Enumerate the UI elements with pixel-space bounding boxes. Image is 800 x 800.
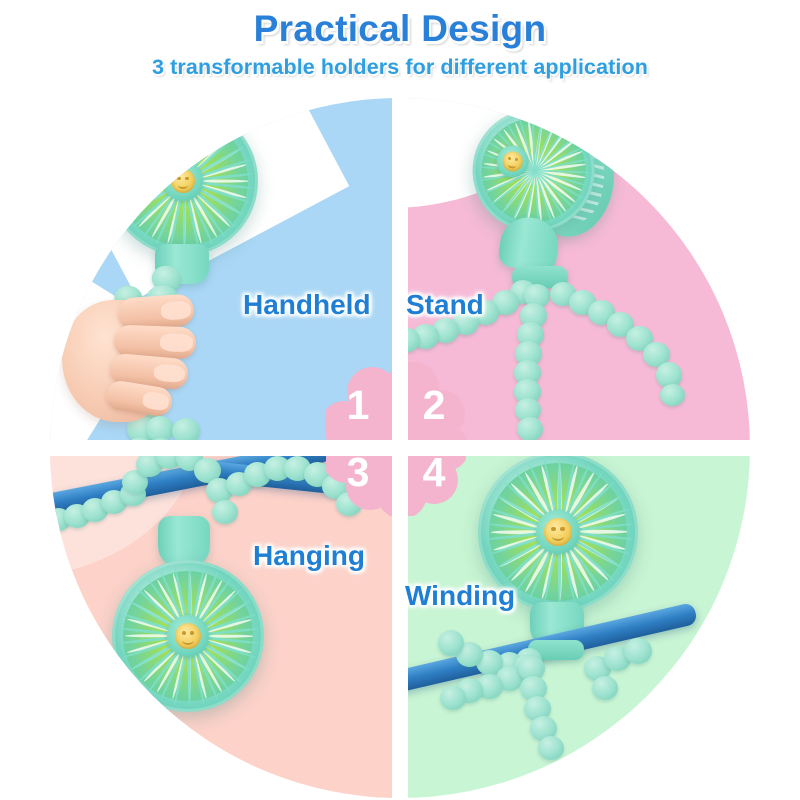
page-subtitle: 3 transformable holders for different ap… [152, 55, 648, 79]
badge-number-grid: 1 2 3 4 [326, 362, 466, 516]
fan-cage [478, 452, 638, 612]
fan-grille [108, 106, 258, 256]
cloud-badge-shape [326, 362, 466, 516]
winding-hub [528, 640, 584, 660]
fan-hub-smiley-icon [536, 510, 580, 554]
label-winding: Winding [405, 580, 516, 611]
label-hanging: Hanging [253, 540, 365, 571]
quadrant-hanging[interactable] [50, 448, 400, 798]
fan-grille [112, 560, 264, 712]
quadrant-winding[interactable] [400, 448, 750, 798]
quadrant-handheld[interactable] [50, 98, 400, 448]
hand-grip [62, 293, 210, 434]
fan-cage [108, 106, 258, 256]
fan-neck [158, 516, 210, 568]
page-title: Practical Design [253, 8, 547, 49]
fan-winding [478, 452, 638, 646]
badge-number-1: 1 [346, 382, 370, 428]
header: Practical Design 3 transformable holders… [0, 0, 800, 96]
fan-hub-smiley-icon [167, 615, 209, 657]
badge-number-2: 2 [422, 382, 446, 428]
badge-number-3: 3 [346, 449, 370, 495]
fan-hub-smiley-icon [163, 161, 203, 201]
label-stand: Stand [406, 289, 484, 320]
fan-handheld [108, 106, 258, 284]
quadrant-circle [50, 98, 750, 798]
label-handheld: Handheld [243, 289, 371, 320]
badge-number-4: 4 [422, 449, 446, 495]
quadrant-stand[interactable] [400, 98, 750, 448]
fan-grille [478, 452, 638, 612]
fan-stand [464, 101, 621, 274]
center-number-badge: 1 2 3 4 [326, 362, 466, 516]
divider-horizontal-overlay [44, 440, 756, 456]
fan-cage [112, 560, 264, 712]
fan-hanging [112, 560, 264, 712]
